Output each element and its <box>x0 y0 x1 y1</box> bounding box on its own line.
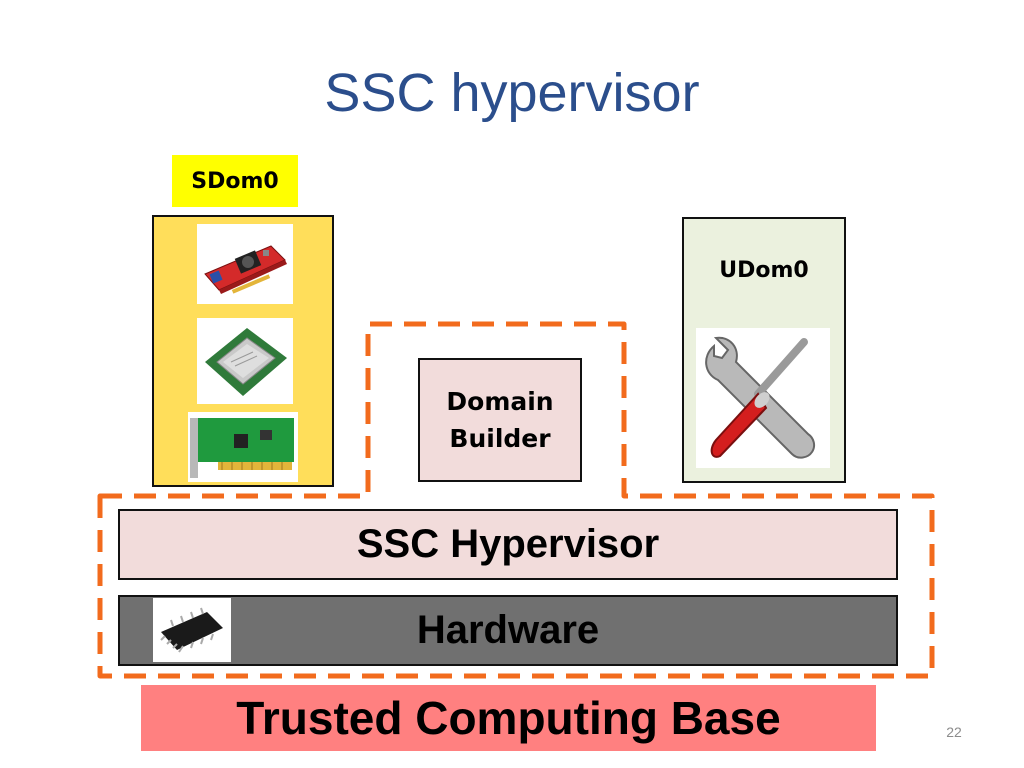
domain-builder-line1: Domain <box>446 386 554 416</box>
slide-title: SSC hypervisor <box>324 63 700 123</box>
cpu-image <box>197 318 293 404</box>
domain-builder-box: Domain Builder <box>418 358 582 482</box>
page-number: 22 <box>946 724 962 740</box>
network-card-image <box>188 412 298 482</box>
domain-builder-line2: Builder <box>449 424 551 453</box>
graphics-card-image <box>197 224 293 304</box>
hardware-label: Hardware <box>416 608 600 652</box>
sdom0-label: SDom0 <box>172 155 298 207</box>
wrench-screwdriver-icon <box>696 328 830 468</box>
ssc-hypervisor-layer: SSC Hypervisor <box>118 509 898 580</box>
tcb-label: Trusted Computing Base <box>141 685 876 751</box>
microchip-icon <box>153 598 231 662</box>
udom0-label: UDom0 <box>719 258 809 283</box>
